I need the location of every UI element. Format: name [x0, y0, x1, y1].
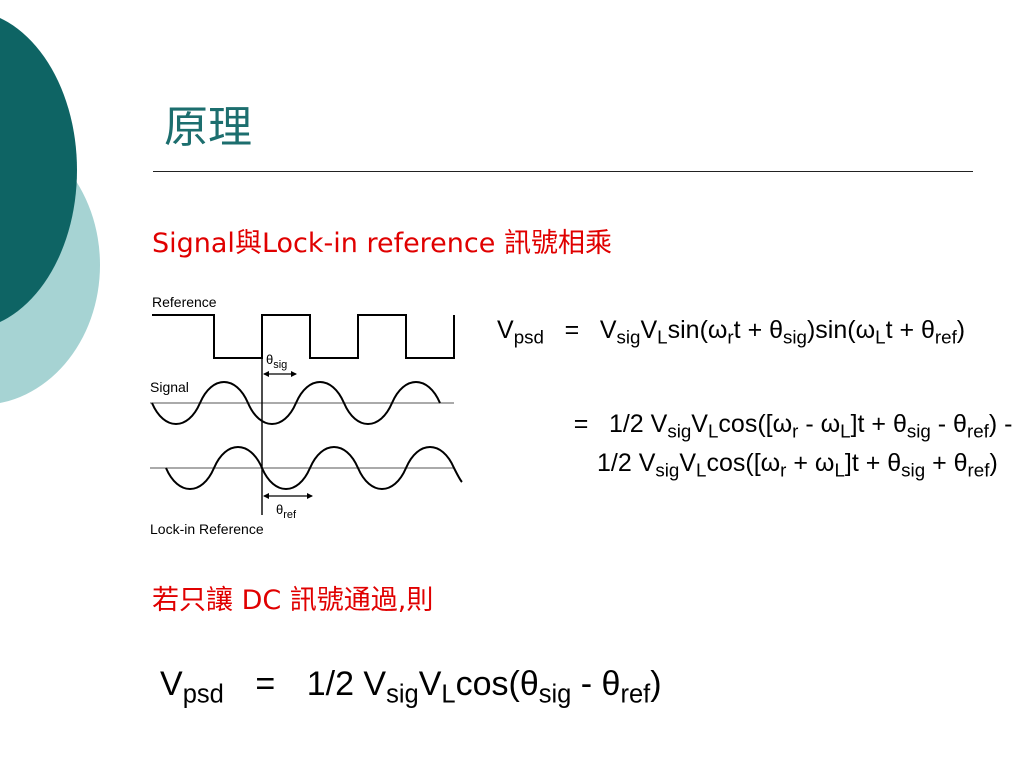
dc-filter-heading: 若只讓 DC 訊號通過,則: [152, 585, 434, 616]
signal-label: Signal: [150, 379, 189, 395]
slide-title: 原理: [164, 102, 252, 153]
equation-vpsd-dc: Vpsd = 1/2 VsigVLcos(θsig - θref): [160, 665, 662, 709]
reference-label: Reference: [152, 294, 217, 310]
dark-circle: [0, 18, 77, 322]
reference-square-wave: [152, 314, 455, 359]
theta-ref-label: θref: [276, 502, 297, 521]
title-divider: [153, 171, 973, 172]
theta-sig-label: θsig: [266, 352, 287, 371]
theta-sig-arrowhead-left: [263, 371, 269, 377]
equation-expansion-difference: = 1/2 VsigVLcos([ωr - ωL]t + θsig - θref…: [573, 410, 1013, 442]
signal-multiply-heading: Signal與Lock-in reference 訊號相乘: [152, 228, 612, 259]
theta-ref-arrowhead-right: [307, 493, 313, 499]
theta-ref-arrowhead-left: [263, 493, 269, 499]
waveform-diagram: Reference Signal θsig θref Lock-in Refer…: [150, 294, 463, 537]
lockin-reference-label: Lock-in Reference: [150, 521, 264, 537]
decorative-circles: [0, 18, 100, 404]
equation-vpsd-product: Vpsd = VsigVLsin(ωrt + θsig)sin(ωLt + θr…: [497, 316, 966, 348]
lockin-sine-wave: [165, 446, 463, 490]
equation-expansion-sum: 1/2 VsigVLcos([ωr + ωL]t + θsig + θref): [597, 449, 998, 481]
signal-sine-wave: [151, 381, 441, 425]
theta-sig-arrowhead-right: [291, 371, 297, 377]
